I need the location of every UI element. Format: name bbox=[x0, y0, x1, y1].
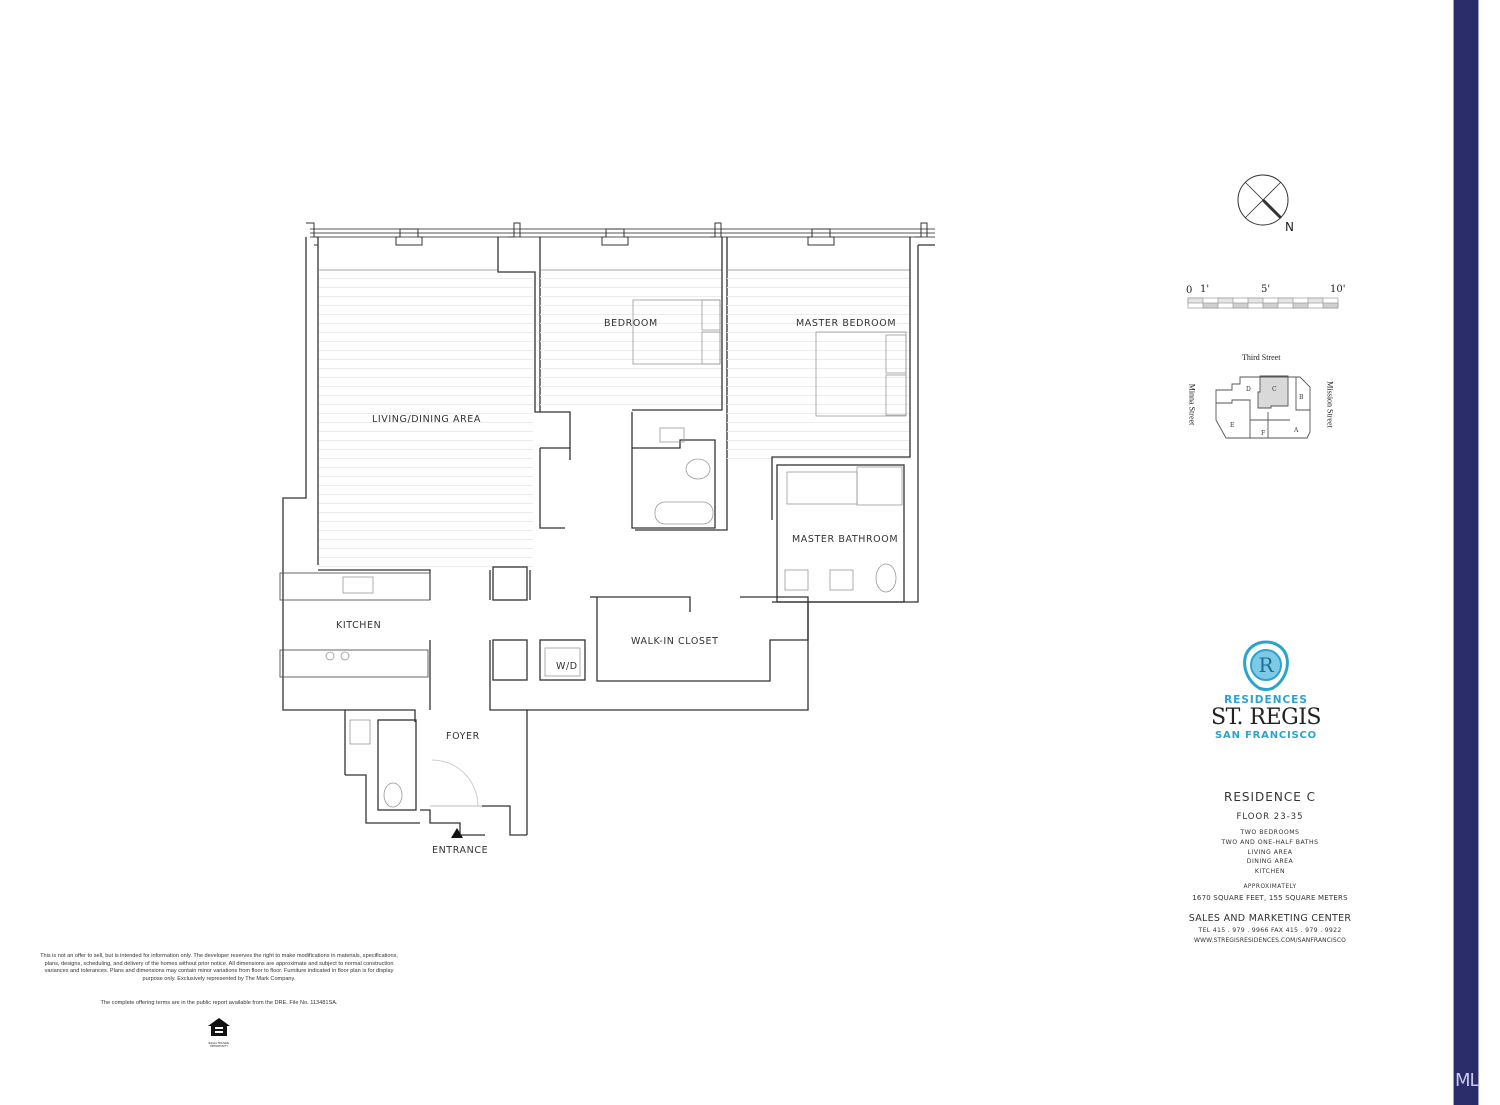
sidebar-mark: ML bbox=[1455, 1070, 1480, 1091]
st-regis-logo: R RESIDENCES ST. REGIS SAN FRANCISCO bbox=[1211, 640, 1321, 750]
scale-label-10: 10' bbox=[1330, 284, 1346, 295]
svg-text:D: D bbox=[1246, 386, 1251, 393]
logo-st-regis: ST. REGIS bbox=[1211, 705, 1321, 730]
equal-housing-label: EQUAL HOUSING OPPORTUNITY bbox=[208, 1042, 230, 1048]
street-label-right: Mission Street bbox=[1325, 381, 1335, 428]
logo-san-francisco: SAN FRANCISCO bbox=[1215, 730, 1317, 741]
room-label-kitchen: KITCHEN bbox=[336, 620, 382, 631]
window-wall bbox=[310, 228, 935, 238]
room-label-foyer: FOYER bbox=[446, 731, 480, 742]
sidebar-band bbox=[1453, 0, 1479, 1105]
window-columns bbox=[306, 222, 928, 246]
sales-phone: TEL 415 . 979 . 9966 FAX 415 . 979 . 992… bbox=[1198, 927, 1342, 934]
feature-item: TWO BEDROOMS bbox=[1240, 829, 1300, 836]
scale-bar bbox=[1187, 297, 1339, 309]
room-label-master-bedroom: MASTER BEDROOM bbox=[796, 318, 897, 329]
compass-north-label: N bbox=[1285, 220, 1294, 234]
sales-website-link[interactable]: WWW.STREGISRESIDENCES.COM/SANFRANCISCO bbox=[1194, 937, 1346, 944]
offering-terms: The complete offering terms are in the p… bbox=[100, 1000, 338, 1006]
room-label-washer-dryer: W/D bbox=[556, 661, 578, 672]
entrance-arrow-icon bbox=[451, 828, 463, 838]
key-plan bbox=[1215, 375, 1311, 439]
scale-label-5: 5' bbox=[1261, 284, 1271, 295]
residence-area: 1670 SQUARE FEET, 155 SQUARE METERS bbox=[1192, 894, 1348, 902]
st-regis-crest-icon: R bbox=[1243, 640, 1289, 691]
sales-center-title: SALES AND MARKETING CENTER bbox=[1188, 913, 1352, 924]
feature-item: LIVING AREA bbox=[1247, 848, 1293, 856]
street-label-top: Third Street bbox=[1242, 353, 1281, 362]
svg-text:R: R bbox=[1258, 653, 1274, 677]
floor-plan-drawing: D C B E F A bbox=[279, 174, 1339, 838]
room-label-master-bathroom: MASTER BATHROOM bbox=[792, 534, 899, 545]
street-label-left: Minna Street bbox=[1187, 383, 1197, 426]
room-label-entrance: ENTRANCE bbox=[432, 845, 489, 856]
residence-features: TWO BEDROOMS TWO AND ONE-HALF BATHS LIVI… bbox=[1170, 828, 1370, 877]
svg-text:F: F bbox=[1261, 430, 1265, 437]
feature-item: DINING AREA bbox=[1246, 858, 1294, 866]
svg-text:A: A bbox=[1293, 427, 1299, 434]
scale-label-0: 0 bbox=[1186, 285, 1193, 296]
residence-floor: FLOOR 23-35 bbox=[1236, 812, 1304, 822]
feature-item: TWO AND ONE-HALF BATHS bbox=[1221, 838, 1319, 846]
logo-residences: RESIDENCES bbox=[1224, 694, 1308, 706]
room-label-bedroom: BEDROOM bbox=[604, 318, 658, 329]
approx-label: APPROXIMATELY bbox=[1243, 884, 1297, 890]
svg-text:E: E bbox=[1230, 422, 1234, 429]
room-label-living-dining: LIVING/DINING AREA bbox=[372, 414, 481, 425]
scale-label-1: 1' bbox=[1200, 284, 1210, 295]
svg-text:B: B bbox=[1299, 394, 1304, 401]
feature-item: KITCHEN bbox=[1254, 868, 1286, 876]
equal-housing-icon bbox=[208, 1018, 230, 1036]
compass-icon bbox=[1237, 174, 1289, 226]
legal-disclaimer: This is not an offer to sell, but is int… bbox=[40, 953, 398, 982]
equal-housing-logo: EQUAL HOUSING OPPORTUNITY bbox=[206, 1017, 232, 1048]
svg-text:C: C bbox=[1272, 386, 1277, 393]
residence-title: RESIDENCE C bbox=[1223, 790, 1317, 804]
room-label-walk-in-closet: WALK-IN CLOSET bbox=[631, 636, 719, 647]
